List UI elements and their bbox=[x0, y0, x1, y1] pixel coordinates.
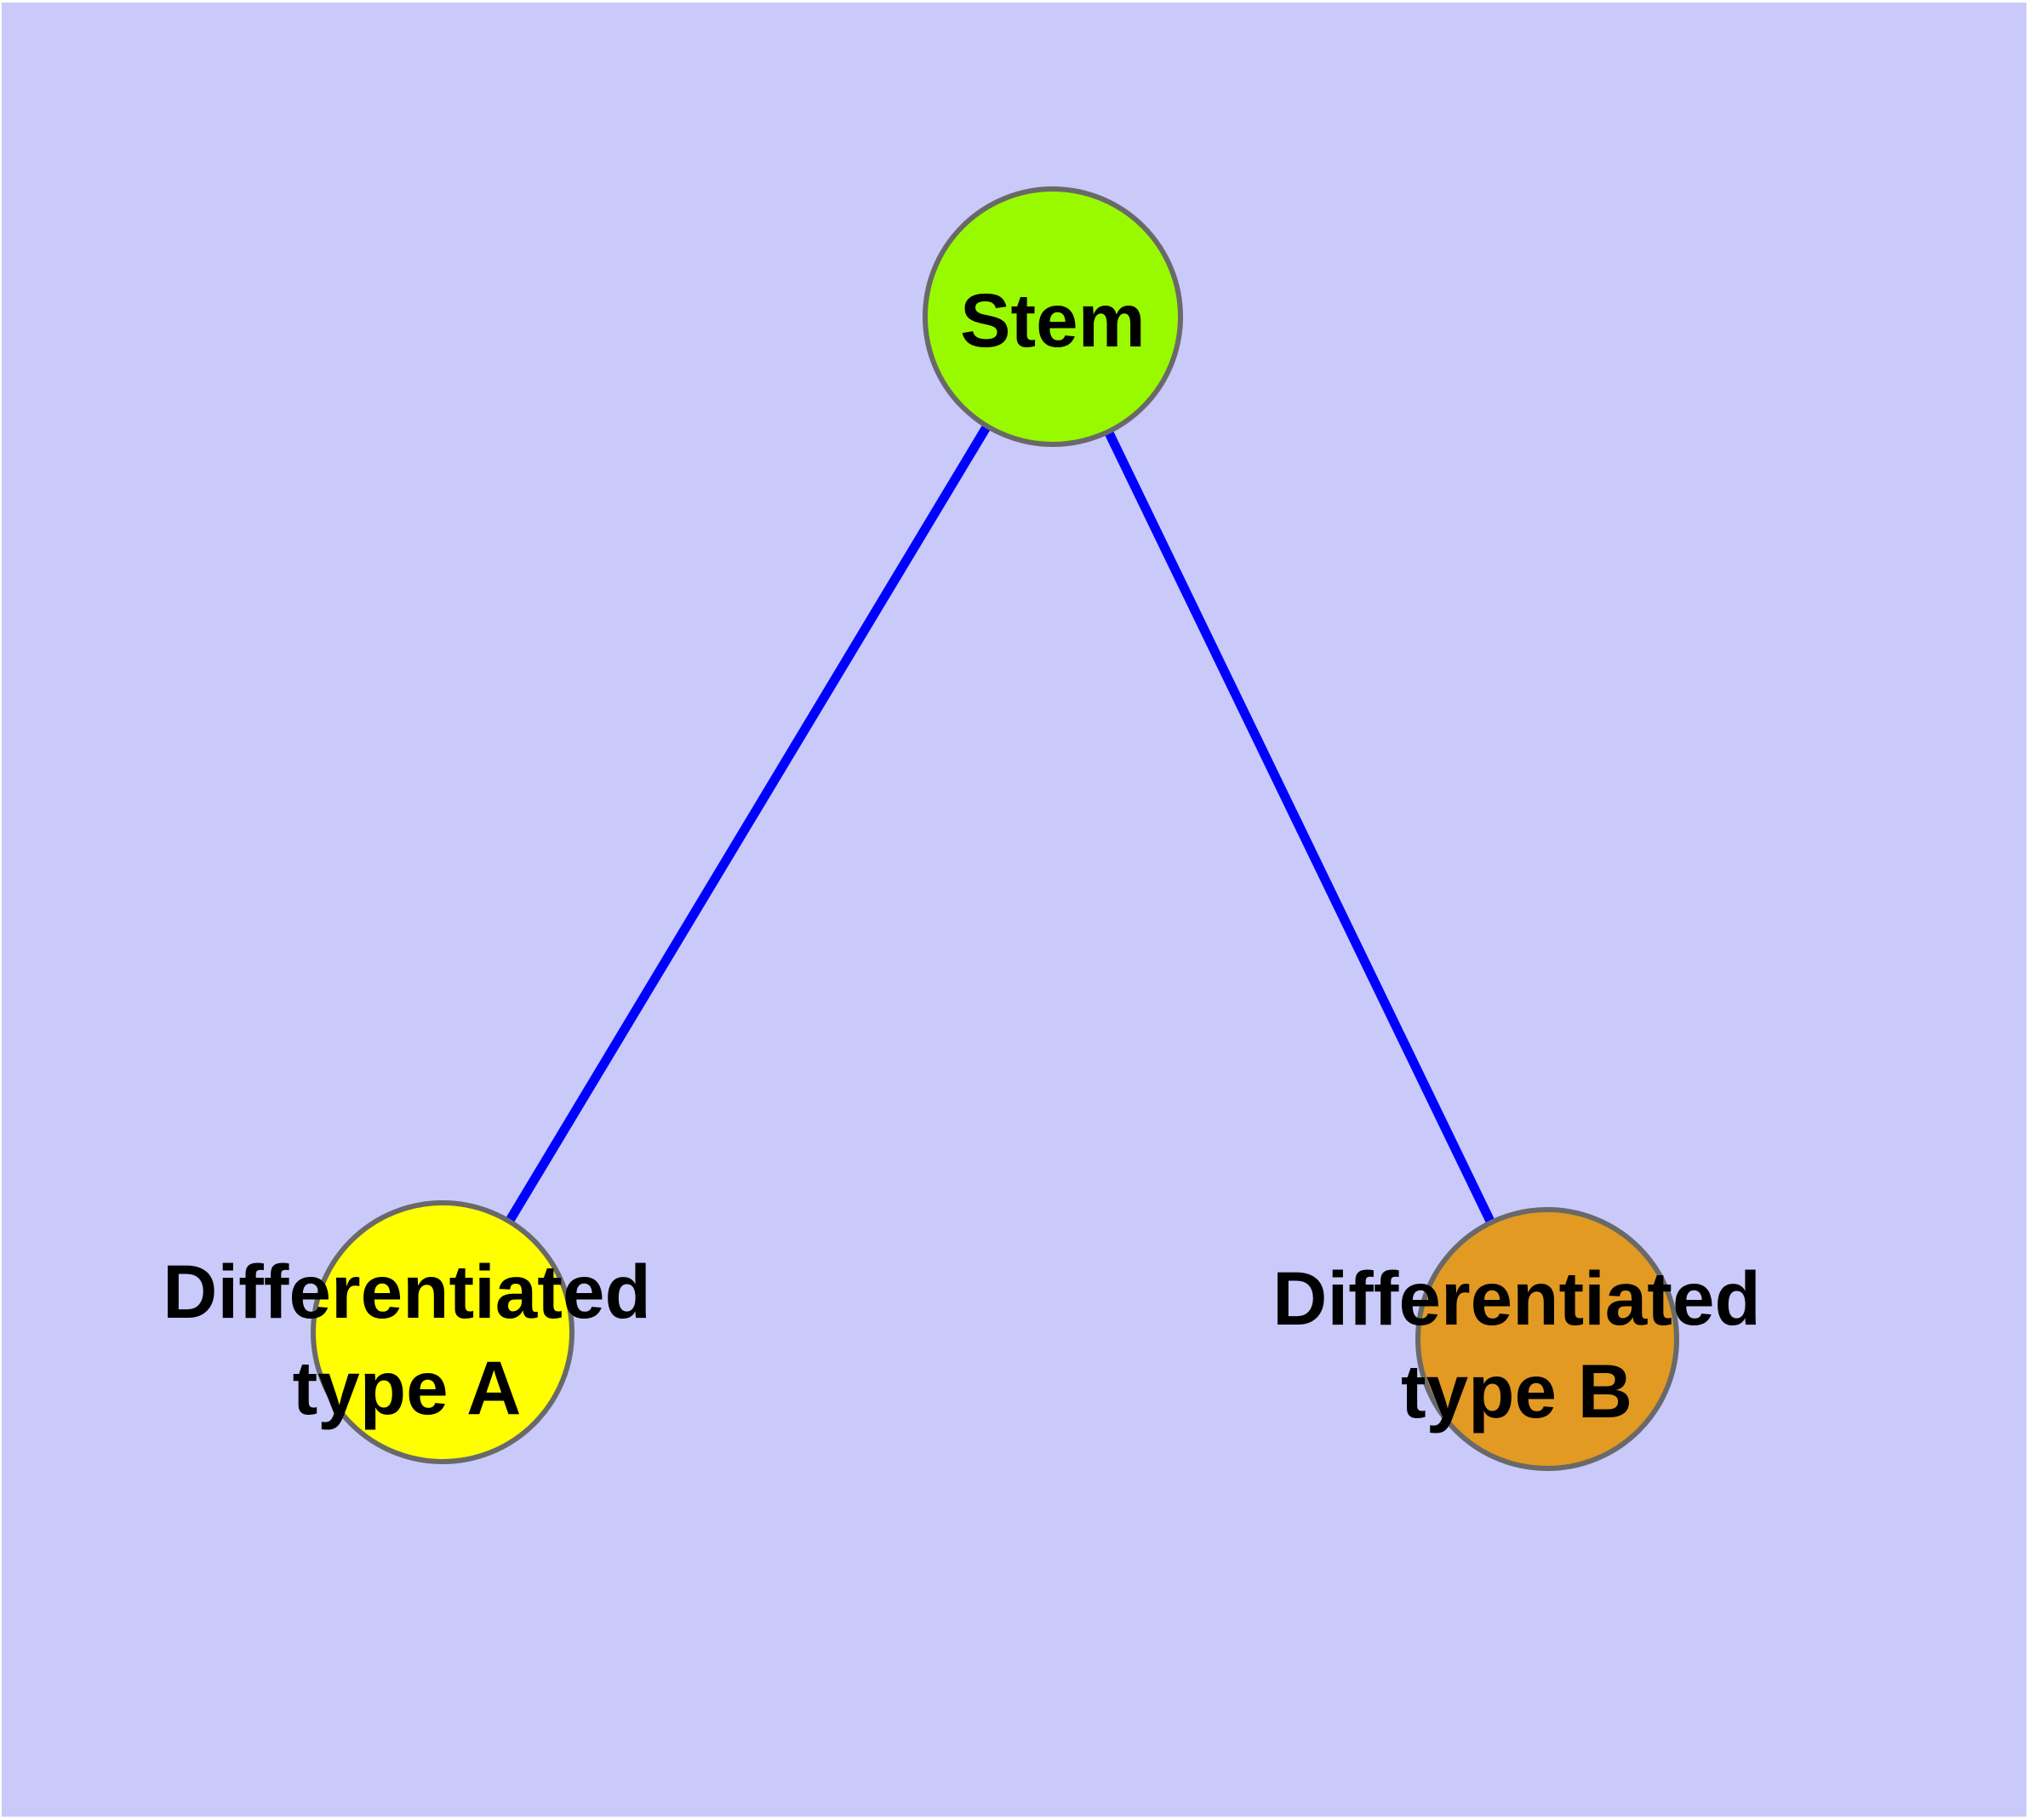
node-type-b-label-line-2: type B bbox=[1401, 1348, 1632, 1434]
node-differentiated-type-a bbox=[311, 1200, 574, 1464]
node-type-a-label-line-2: type A bbox=[293, 1345, 522, 1430]
node-type-b-label-line-1: Differentiated bbox=[1272, 1256, 1761, 1341]
edge-stem-to-type-a bbox=[438, 314, 1057, 1335]
node-differentiated-type-b bbox=[1415, 1207, 1679, 1471]
edge-stem-to-type-b bbox=[1049, 314, 1552, 1342]
node-stem bbox=[923, 186, 1183, 447]
node-stem-label: Stem bbox=[960, 278, 1146, 363]
node-type-a-label-line-1: Differentiated bbox=[163, 1249, 651, 1334]
